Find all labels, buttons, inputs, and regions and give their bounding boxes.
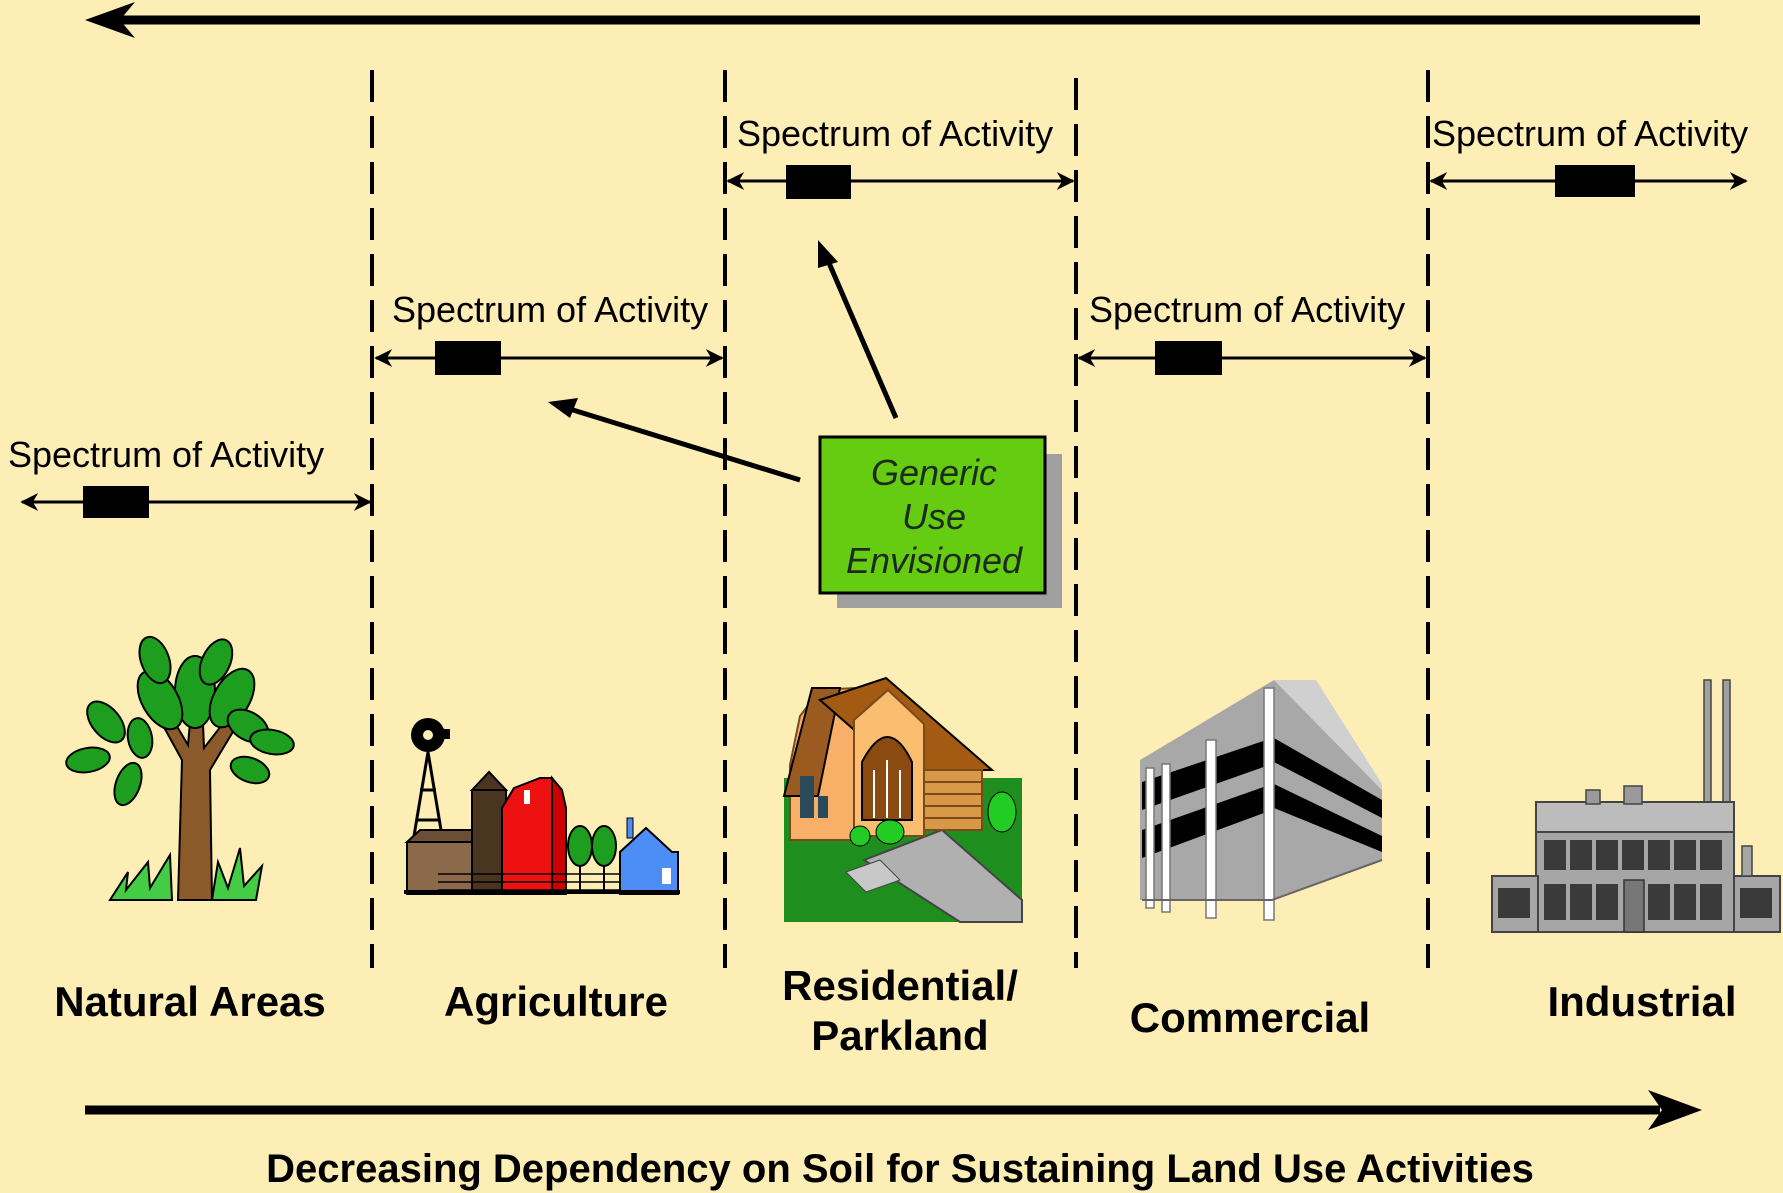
callout-line-1: Generic [871,452,997,493]
tree-icon [65,635,295,901]
spectrum-label: Spectrum of Activity [1432,113,1748,154]
callout-box [818,435,1047,595]
dashed-dividers [370,70,1430,968]
label-natural-areas: Natural Areas [54,978,326,1025]
spectrum-label: Spectrum of Activity [392,289,708,330]
label-industrial: Industrial [1547,978,1736,1025]
top-arrow [85,2,1700,38]
office-building-icon [1140,680,1383,921]
callout-pointers [548,240,899,483]
label-agriculture: Agriculture [444,978,668,1025]
bottom-arrow [85,1090,1702,1130]
spectrum-label: Spectrum of Activity [1089,289,1405,330]
spectrum-label: Spectrum of Activity [737,113,1053,154]
spectrum-industrial: Spectrum of Activity [1429,113,1748,197]
generic-use-callout: Generic Use Envisioned [818,435,1062,608]
factory-icon [1491,679,1781,933]
callout-line-2: Use [902,496,966,537]
spectrum-agriculture: Spectrum of Activity [374,289,724,375]
bottom-axis-label: Decreasing Dependency on Soil for Sustai… [266,1147,1534,1191]
label-commercial: Commercial [1130,994,1370,1041]
spectrum-label: Spectrum of Activity [8,434,324,475]
spectrum-residential: Spectrum of Activity [726,113,1075,199]
label-residential-line-2: Parkland [811,1012,988,1059]
spectrum-commercial: Spectrum of Activity [1077,289,1427,375]
label-residential-line-1: Residential/ [782,962,1018,1009]
house-icon [782,676,1023,923]
farm-icon [404,718,680,895]
callout-line-3: Envisioned [846,540,1023,581]
spectrum-natural: Spectrum of Activity [8,434,372,518]
